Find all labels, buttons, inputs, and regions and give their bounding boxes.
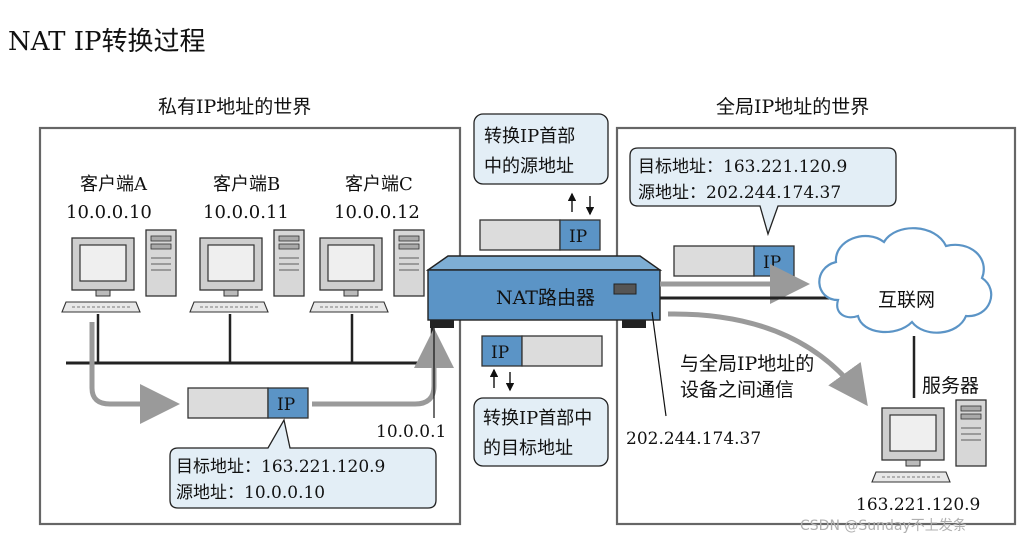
router-outer-ip: 202.244.174.37 — [626, 429, 761, 449]
router-top-packet-body — [479, 219, 561, 251]
global-packet-ip: IP — [763, 253, 781, 273]
client-b-label: 客户端B — [213, 174, 280, 195]
flow-arrow-to-router — [312, 328, 454, 407]
private-world-label: 私有IP地址的世界 — [158, 96, 311, 118]
internet-label: 互联网 — [878, 289, 935, 311]
private-world-box — [38, 126, 462, 526]
private-callout-src: 源地址：10.0.0.10 — [176, 483, 325, 503]
router-top-packet-header — [559, 219, 601, 251]
router-bottom-packet-ip: IP — [491, 343, 509, 363]
client-a-label: 客户端A — [80, 174, 148, 195]
client-a-ip: 10.0.0.10 — [66, 202, 152, 223]
router-bottom-packet-header — [481, 335, 523, 367]
private-packet-callout — [169, 418, 437, 509]
global-packet-body — [673, 245, 755, 277]
client-c-label: 客户端C — [345, 174, 413, 195]
router-bottom-callout-line2: 的目标地址 — [483, 438, 573, 459]
watermark: CSDN @Sunday不上发条 — [800, 517, 967, 534]
server-label: 服务器 — [922, 375, 979, 397]
router-top-face — [425, 255, 663, 271]
private-packet-body — [187, 387, 269, 419]
private-packet-header — [267, 387, 309, 419]
router-label: NAT路由器 — [496, 287, 595, 309]
router-bottom-callout-line1: 转换IP首部中 — [483, 408, 592, 429]
router-outer-ip-pointer — [651, 311, 667, 417]
router-inner-ip: 10.0.0.1 — [376, 422, 446, 442]
client-c-ip: 10.0.0.12 — [334, 202, 420, 223]
router-bottom-callout — [473, 397, 609, 467]
global-callout-dest: 目标地址：163.221.120.9 — [638, 157, 847, 177]
client-a-computer-icon — [61, 229, 177, 313]
router-led-icon — [613, 283, 637, 295]
flow-arrow-to-server — [667, 311, 868, 407]
global-world-label: 全局IP地址的世界 — [716, 96, 869, 118]
global-callout-src: 源地址：202.244.174.37 — [638, 183, 841, 203]
global-packet-callout — [629, 147, 897, 237]
private-callout-dest: 目标地址：163.221.120.9 — [176, 457, 385, 477]
private-packet-ip: IP — [277, 395, 295, 415]
comm-note-line2: 设备之间通信 — [680, 379, 794, 401]
router-top-packet-ip: IP — [569, 227, 587, 247]
global-world-box — [615, 126, 1017, 526]
server-computer-icon — [871, 399, 987, 483]
server-ip: 163.221.120.9 — [856, 495, 980, 515]
flow-arrow-to-packet — [89, 322, 180, 424]
router-foot-right — [622, 320, 646, 328]
router-bottom-packet-body — [521, 335, 603, 367]
router-top-callout — [473, 113, 609, 185]
router-top-callout-line2: 中的源地址 — [484, 156, 574, 177]
router-top-callout-line1: 转换IP首部 — [484, 126, 575, 147]
comm-note-line1: 与全局IP地址的 — [680, 353, 814, 375]
client-c-computer-icon — [309, 229, 425, 313]
client-b-ip: 10.0.0.11 — [203, 202, 289, 223]
client-b-computer-icon — [189, 229, 305, 313]
page-title: NAT IP转换过程 — [8, 27, 205, 57]
nat-router — [427, 269, 661, 321]
internet-cloud-icon — [818, 227, 993, 334]
router-foot-left — [430, 320, 454, 328]
